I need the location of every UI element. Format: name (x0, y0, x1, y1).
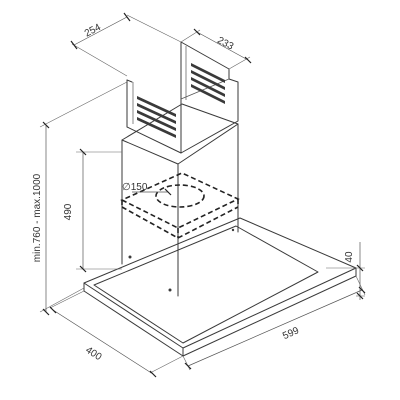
label-total-height: min.760 - max.1000 (32, 173, 43, 262)
label-hood-depth: 400 (83, 345, 103, 364)
dimension-hood-width: 599 (182, 275, 366, 371)
label-chimney-height: 490 (63, 203, 74, 220)
dimension-top-width: 254 (70, 12, 182, 77)
dimension-canopy-thickness: 40 (326, 242, 365, 300)
label-top-width: 254 (83, 22, 103, 40)
dimension-chimney-height: 490 (63, 148, 122, 273)
dimension-top-depth: 233 (180, 28, 252, 70)
label-hood-width: 599 (281, 325, 301, 342)
canopy (83, 217, 357, 357)
dimension-duct-diameter: ∅150 (122, 182, 172, 196)
inner-box-hidden (120, 172, 240, 239)
label-top-depth: 233 (215, 35, 235, 53)
upper-chimney-bracket (126, 41, 239, 154)
duct-outlet-circle (155, 184, 205, 208)
vent-slots-right (191, 63, 225, 104)
dimension-total-height: min.760 - max.1000 (32, 81, 128, 316)
vent-slots-left (137, 96, 176, 138)
label-duct-diameter: ∅150 (122, 182, 148, 193)
label-canopy-thickness: 40 (344, 251, 355, 263)
